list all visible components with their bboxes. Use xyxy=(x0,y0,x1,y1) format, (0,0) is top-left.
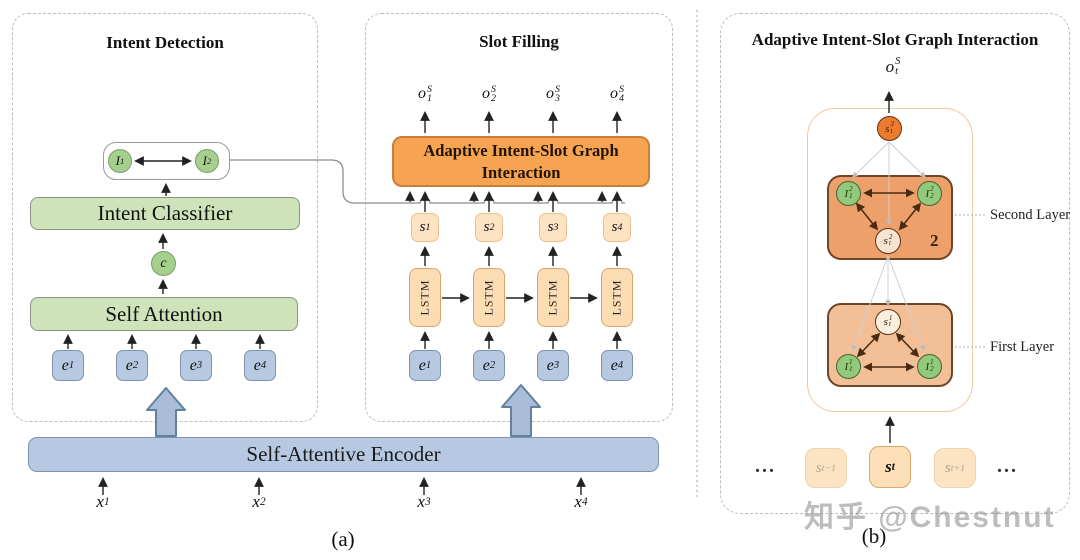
adaptive-graph-title: Adaptive Intent-Slot Graph Interaction xyxy=(751,30,1039,49)
lstm-label: LSTM xyxy=(609,279,624,316)
lstm-label: LSTM xyxy=(545,279,560,316)
timeline-left-dots: ... xyxy=(755,455,776,477)
lstm-cell-2: LSTM xyxy=(473,268,505,327)
context-node-c: c xyxy=(151,251,176,276)
timeline-right-dots: ... xyxy=(997,455,1018,477)
caption-a: (a) xyxy=(331,527,355,551)
lstm-label: LSTM xyxy=(417,279,432,316)
graph-interaction-line1: Adaptive Intent-Slot Graph xyxy=(423,141,619,161)
lstm-cell-4: LSTM xyxy=(601,268,633,327)
watermark: 知乎 @Chestnut xyxy=(804,501,1056,534)
graph-interaction-line2: Interaction xyxy=(481,162,561,182)
graph-interaction-box: Adaptive Intent-Slot Graph Interaction xyxy=(392,136,650,187)
lstm-cell-1: LSTM xyxy=(409,268,441,327)
lstm-label: LSTM xyxy=(481,279,496,316)
first-layer-label: First Layer xyxy=(990,339,1055,355)
adaptive-graph-panel xyxy=(720,13,1070,514)
slot-filling-title: Slot Filling xyxy=(479,32,559,51)
layer2-badge: 2 xyxy=(930,231,939,250)
lstm-cell-3: LSTM xyxy=(537,268,569,327)
intent-classifier-box: Intent Classifier xyxy=(30,197,300,230)
intent-detection-title: Intent Detection xyxy=(106,33,224,52)
caption-b: (b) xyxy=(861,524,887,548)
self-attentive-encoder-bar: Self-Attentive Encoder xyxy=(28,437,659,472)
second-layer-label: Second Layer xyxy=(990,207,1071,223)
encoder-input-arrows xyxy=(98,477,586,495)
self-attention-box: Self Attention xyxy=(30,297,298,331)
graph-stack-container xyxy=(807,108,973,412)
